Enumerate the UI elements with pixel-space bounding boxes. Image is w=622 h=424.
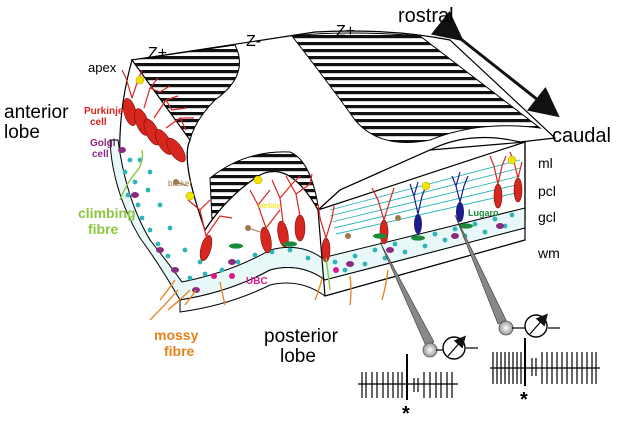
label-posterior-lobe: posterior lobe xyxy=(264,326,343,367)
purkinje-dendrites xyxy=(121,69,523,239)
spike-train-right xyxy=(490,338,600,386)
basket-cells xyxy=(173,179,401,239)
label-climbing-fibre: climbing fibre xyxy=(78,205,139,237)
label-anterior-line1: anterior xyxy=(4,102,69,123)
label-anterior-lobe: anterior lobe xyxy=(4,102,74,143)
label-zone-plus-right: Z+ xyxy=(336,23,355,40)
label-mossy-line2: fibre xyxy=(164,343,195,359)
electrode-left xyxy=(379,241,478,360)
label-golgi-line2: cell xyxy=(92,149,109,160)
lugaro-cells xyxy=(229,223,473,249)
candelabrum-cells xyxy=(409,171,469,234)
climbing-fibres xyxy=(119,149,331,291)
golgi-cells xyxy=(118,147,504,293)
label-apex: apex xyxy=(88,60,117,75)
label-ml: ml xyxy=(538,155,553,171)
label-pcl: pcl xyxy=(538,183,556,199)
label-zone-plus-left: Z+ xyxy=(148,45,167,62)
stellate-cells xyxy=(135,75,517,201)
ubc-cells xyxy=(211,267,339,279)
label-climbing-line1: climbing xyxy=(78,205,136,221)
label-climbing-line2: fibre xyxy=(88,221,119,237)
label-ubc: UBC xyxy=(246,276,268,287)
label-purkinje-cell: Purkinje cell xyxy=(84,106,126,128)
label-golgi-line1: Golgi xyxy=(90,138,116,149)
asterisk-right: * xyxy=(520,389,528,411)
mossy-fibres xyxy=(149,269,389,321)
spike-train-left xyxy=(358,354,458,400)
label-lugaro: Lugaro xyxy=(468,208,499,218)
label-gcl: gcl xyxy=(538,209,556,225)
label-zone-minus: Z- xyxy=(246,33,261,50)
label-purkinje-line1: Purkinje xyxy=(84,106,124,117)
label-purkinje-line2: cell xyxy=(90,117,107,128)
label-wm: wm xyxy=(537,245,560,261)
label-caudal: caudal xyxy=(552,125,611,147)
label-anterior-line2: lobe xyxy=(4,122,40,143)
label-mossy-line1: mossy xyxy=(154,327,199,343)
label-posterior-line2: lobe xyxy=(280,346,316,367)
label-stellate: stellate xyxy=(258,203,280,210)
asterisk-left: * xyxy=(402,403,410,424)
label-posterior-line1: posterior xyxy=(264,326,339,347)
granule-cells xyxy=(119,147,515,281)
sagittal-section xyxy=(109,58,526,313)
label-mossy-fibre: mossy fibre xyxy=(154,327,202,359)
label-basket: basket xyxy=(168,179,192,188)
rostral-caudal-arrow xyxy=(430,10,560,118)
electrode-right xyxy=(454,214,560,338)
label-golgi-cell: Golgi cell xyxy=(90,138,118,160)
label-rostral: rostral xyxy=(398,5,454,27)
